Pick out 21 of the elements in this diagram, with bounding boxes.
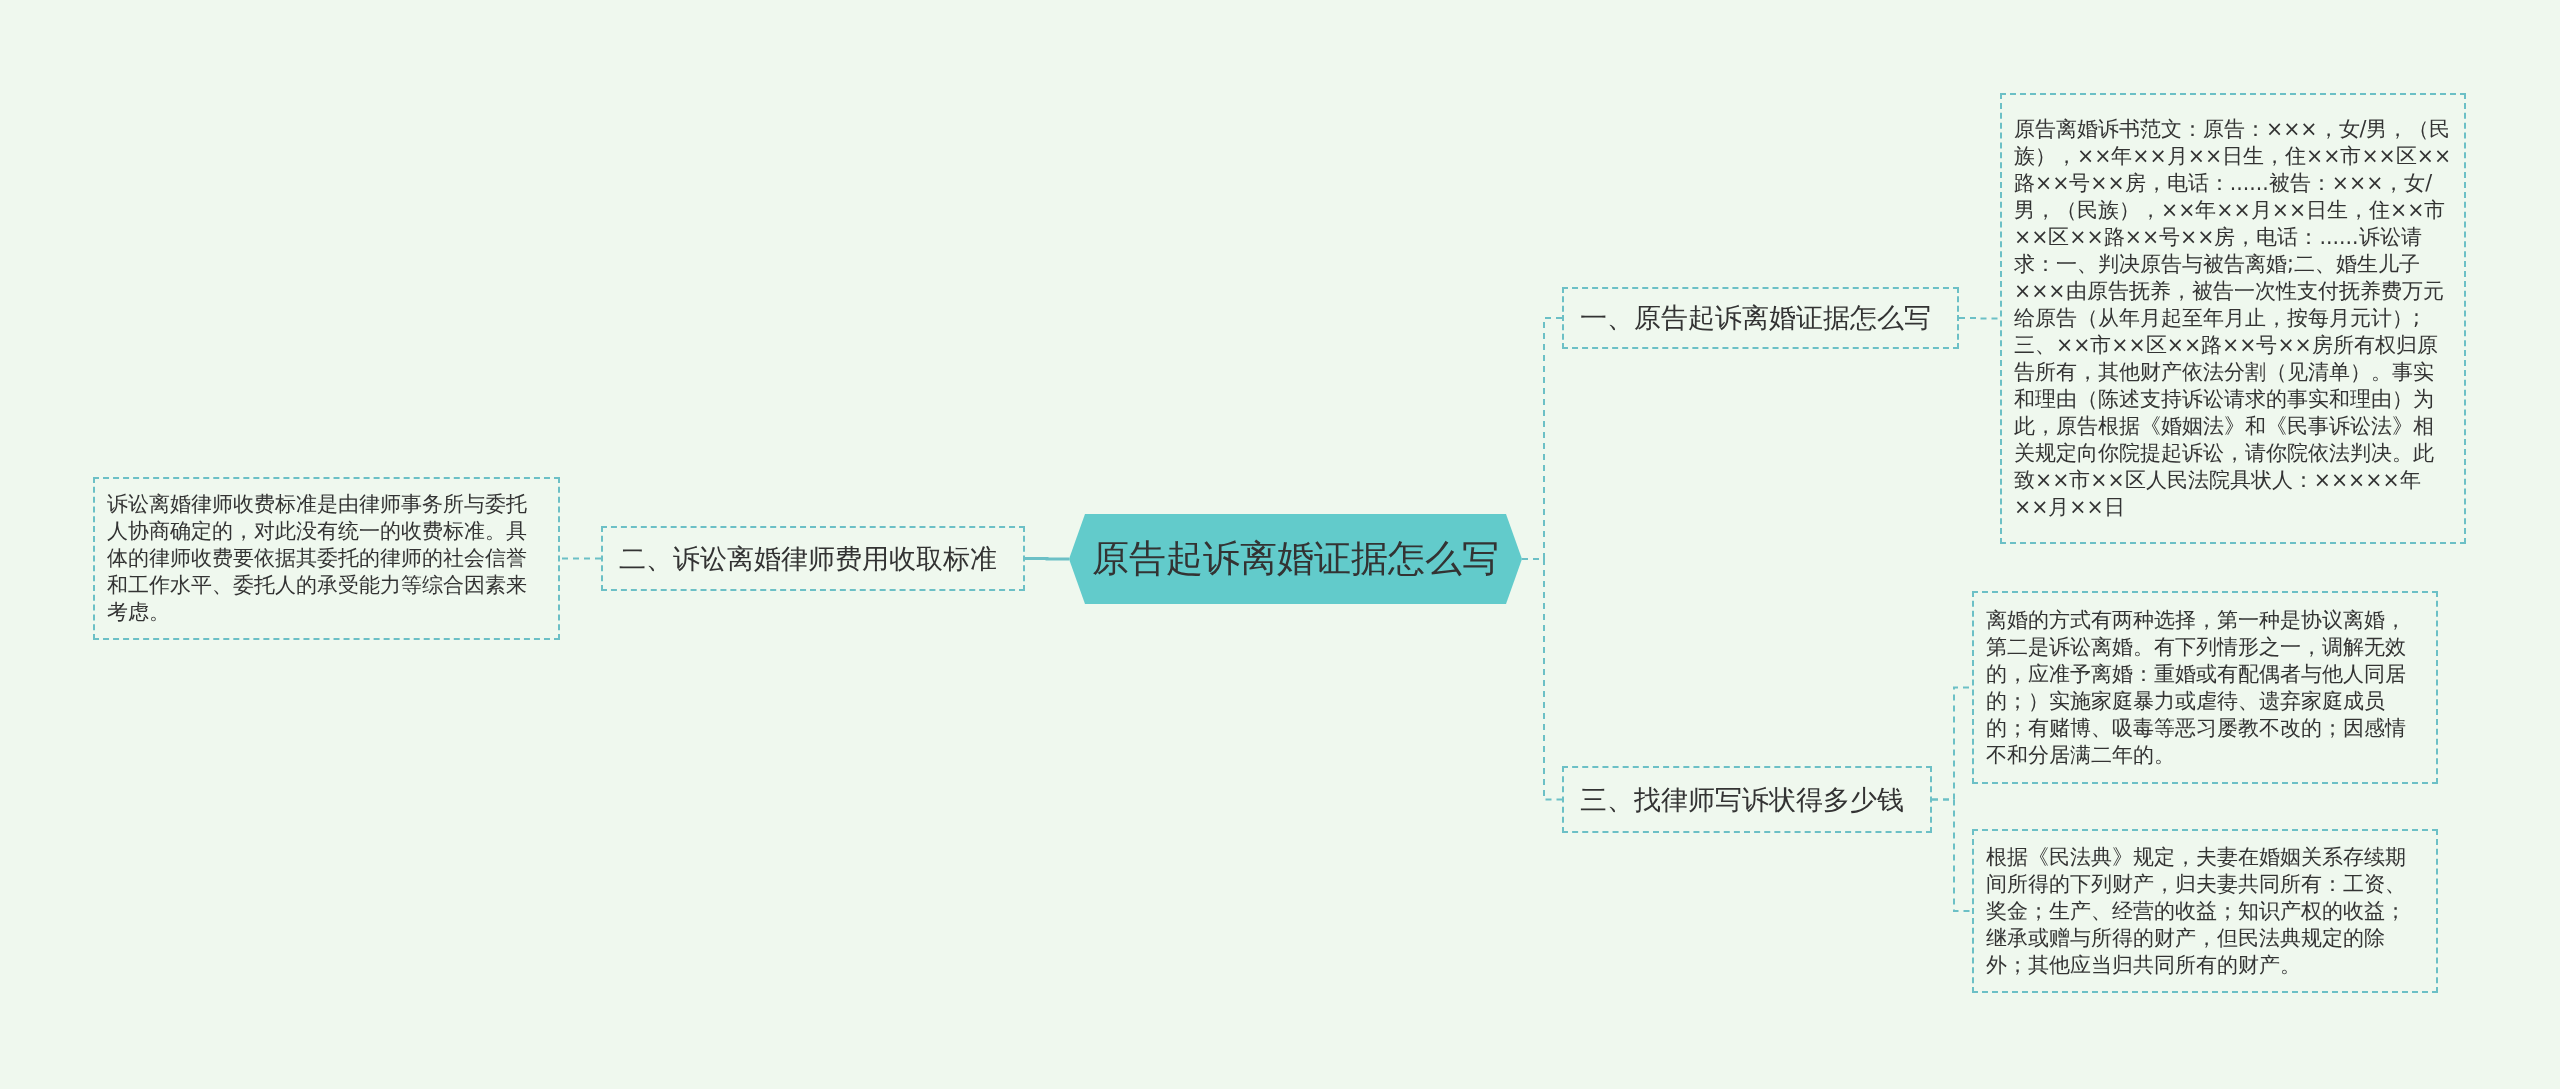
topic-box — [1562, 766, 1932, 833]
text-card — [2000, 93, 2466, 544]
paragraph-text: 诉讼离婚律师收费标准是由律师事务所与委托人协商确定的，对此没有统一的收费标准。具体的律师收费要依据其委托的律师的社会信誉和工作水平、委托人的承受能力等综合因素来考虑。 — [107, 491, 528, 626]
connector-line — [1958, 317, 2001, 320]
connector-line — [1521, 558, 1563, 801]
topic-box — [601, 526, 1025, 591]
paragraph-text: 根据《民法典》规定，夫妻在婚姻关系存续期间所得的下列财产，归夫妻共同所有：工资、奖金；生产、经营的收益；知识产权的收益；继承或赠与所得的财产，但民法典规定的除外；其他应当归共同所有的财产。 — [1986, 843, 2407, 979]
connector-line — [1931, 798, 1973, 912]
connector-line — [559, 557, 602, 560]
central-topic-hexagon — [1069, 514, 1522, 604]
paragraph-text: 原告离婚诉书范文：原告：×××，女/男，（民族），××年××月××日生，住××市××区××路××号××房，电话：......被告：×××，女/男，（民族），××年××月××日生，住××市××区××路××号××房，电话：......诉讼请求：一、判决原告与被告离婚;二、婚生儿子×××由原告抚养，被告一次性支付抚养费万元给原告（从年月起至年月止，按每月元计）;三、××市××区××路××号××房所有权归原告所有，其他财产依法分割（见清单）。事实和理由（陈述支持诉讼请求的事实和理由）为此，原告根据《婚姻法》和《民事诉讼法》相关规定向你院提起诉讼，请你院依法判决。此致××市××区人民法院具状人：×××××年××月××日 — [2014, 116, 2452, 521]
central-topic-text: 原告起诉离婚证据怎么写 — [1092, 536, 1499, 582]
topic-text: 三、找律师写诉状得多少钱 — [1580, 782, 1904, 817]
topic-text: 二、诉讼离婚律师费用收取标准 — [619, 541, 997, 576]
paragraph-text: 离婚的方式有两种选择，第一种是协议离婚，第二是诉讼离婚。有下列情形之一，调解无效的，应准予离婚：重婚或有配偶者与他人同居的；）实施家庭暴力或虐待、遗弃家庭成员的；有赌博、吸毒等恶习屡教不改的；因感情不和分居满二年的。 — [1986, 606, 2407, 769]
connector-line — [1025, 557, 1069, 561]
topic-box — [1562, 287, 1959, 349]
text-card — [93, 477, 560, 640]
text-card — [1972, 591, 2438, 784]
text-card — [1972, 829, 2438, 993]
topic-text: 一、原告起诉离婚证据怎么写 — [1580, 301, 1931, 335]
